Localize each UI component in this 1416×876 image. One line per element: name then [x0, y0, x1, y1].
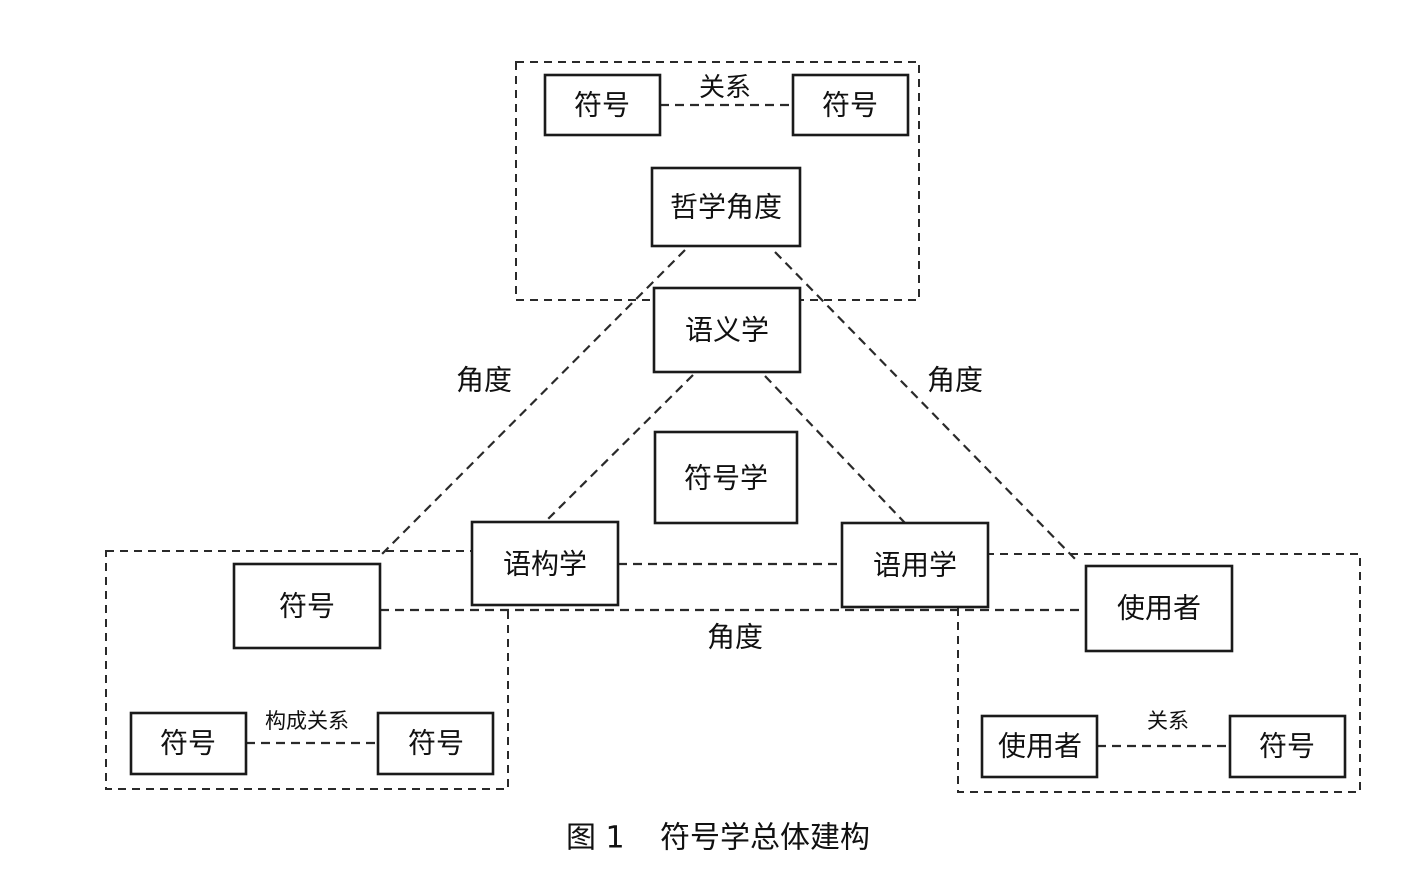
- edge-label-left-angle: 角度: [456, 364, 512, 397]
- bottom-left-sign-right-label: 符号: [408, 727, 464, 760]
- connector-philosophy-to-sign: [377, 249, 686, 559]
- bottom-left-relation-label: 构成关系: [265, 709, 349, 733]
- user-main-label: 使用者: [1117, 592, 1201, 625]
- bottom-right-sign-label: 符号: [1259, 730, 1315, 763]
- connector-philosophy-to-user: [774, 251, 1079, 563]
- pragmatic-group-frame: [957, 553, 1361, 793]
- syntactics-box: [470, 520, 620, 607]
- semiotics-box: [653, 430, 799, 525]
- user-main-box: [1084, 564, 1234, 653]
- top-sign-right-box: [791, 73, 910, 137]
- edge-label-bottom-angle: 角度: [707, 621, 763, 654]
- philosophy-perspective-label: 哲学角度: [670, 191, 782, 224]
- figure-number: 图 1: [566, 821, 625, 856]
- pragmatics-box: [840, 521, 990, 609]
- bottom-left-sign-left-label: 符号: [160, 727, 216, 760]
- sign-main-box: [232, 562, 382, 650]
- semantics-label: 语义学: [685, 314, 769, 347]
- figure-title: 符号学总体建构: [660, 821, 870, 856]
- semiotics-label: 符号学: [684, 462, 768, 495]
- semantics-box: [652, 286, 802, 374]
- connector-semantics-to-syntactics: [544, 374, 694, 523]
- top-sign-right-label: 符号: [822, 89, 878, 122]
- pragmatics-label: 语用学: [873, 549, 957, 582]
- bottom-right-sign-box: [1228, 714, 1347, 779]
- top-sign-left-label: 符号: [574, 89, 630, 122]
- syntactic-group-frame: [105, 550, 509, 790]
- bottom-right-relation-label: 关系: [1147, 709, 1189, 733]
- bottom-left-sign-right-box: [376, 711, 495, 776]
- connector-semantics-to-pragmatics: [764, 375, 906, 524]
- philosophy-perspective-box: [650, 166, 802, 248]
- top-relation-label: 关系: [699, 73, 751, 103]
- top-sign-left-box: [543, 73, 662, 137]
- sign-main-label: 符号: [279, 590, 335, 623]
- bottom-left-sign-left-box: [129, 711, 248, 776]
- bottom-right-user-label: 使用者: [998, 730, 1082, 763]
- syntactics-label: 语构学: [503, 548, 587, 581]
- bottom-right-user-box: [980, 714, 1099, 779]
- edge-label-right-angle: 角度: [927, 364, 983, 397]
